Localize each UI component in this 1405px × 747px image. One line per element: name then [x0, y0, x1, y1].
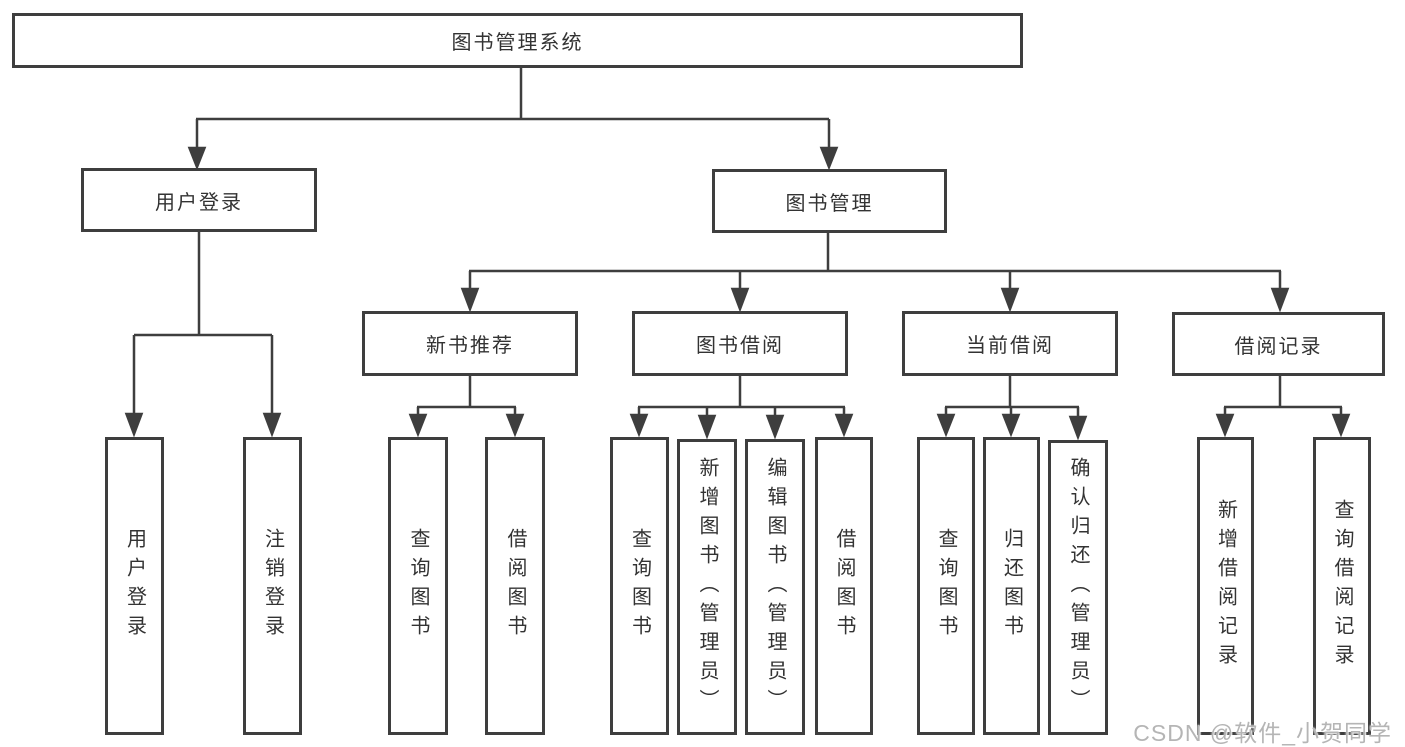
leaf-label: 查询图书	[935, 528, 957, 644]
node-user-login: 用户登录	[81, 168, 317, 232]
leaf-label: 归还图书	[1000, 528, 1023, 644]
node-book-management: 图书管理	[712, 169, 947, 233]
node-leaf-borrow-books-borrowing: 借阅图书	[815, 437, 873, 735]
leaf-label: 编辑图书（管理员）	[764, 456, 786, 718]
node-leaf-query-books-current: 查询图书	[917, 437, 975, 735]
node-current-borrowing: 当前借阅	[902, 311, 1118, 376]
node-leaf-add-borrow-record: 新增借阅记录	[1197, 437, 1254, 735]
leaf-label: 新增图书（管理员）	[696, 456, 718, 718]
node-leaf-logout: 注销登录	[243, 437, 302, 735]
leaf-label: 借阅图书	[504, 528, 526, 644]
node-leaf-add-book-admin: 新增图书（管理员）	[677, 439, 737, 735]
leaf-label: 用户登录	[123, 528, 146, 644]
node-leaf-confirm-return-admin: 确认归还（管理员）	[1048, 440, 1108, 735]
node-leaf-user-login: 用户登录	[105, 437, 164, 735]
node-leaf-query-books-recommend: 查询图书	[388, 437, 448, 735]
node-leaf-query-books-borrowing: 查询图书	[610, 437, 669, 735]
leaf-label: 借阅图书	[833, 528, 855, 644]
leaf-label: 查询借阅记录	[1331, 499, 1353, 673]
node-leaf-edit-book-admin: 编辑图书（管理员）	[745, 439, 805, 735]
node-book-borrowing: 图书借阅	[632, 311, 848, 376]
leaf-label: 新增借阅记录	[1214, 499, 1237, 673]
node-library-management-system: 图书管理系统	[12, 13, 1023, 68]
node-leaf-borrow-books-recommend: 借阅图书	[485, 437, 545, 735]
node-leaf-query-borrow-record: 查询借阅记录	[1313, 437, 1371, 735]
leaf-label: 注销登录	[261, 528, 284, 644]
node-new-book-recommendation: 新书推荐	[362, 311, 578, 376]
leaf-label: 查询图书	[628, 528, 651, 644]
csdn-watermark: CSDN @软件_小贺同学	[1133, 720, 1392, 746]
leaf-label: 确认归还（管理员）	[1067, 457, 1089, 718]
node-leaf-return-book: 归还图书	[983, 437, 1040, 735]
node-borrowing-records: 借阅记录	[1172, 312, 1385, 376]
leaf-label: 查询图书	[407, 528, 429, 644]
